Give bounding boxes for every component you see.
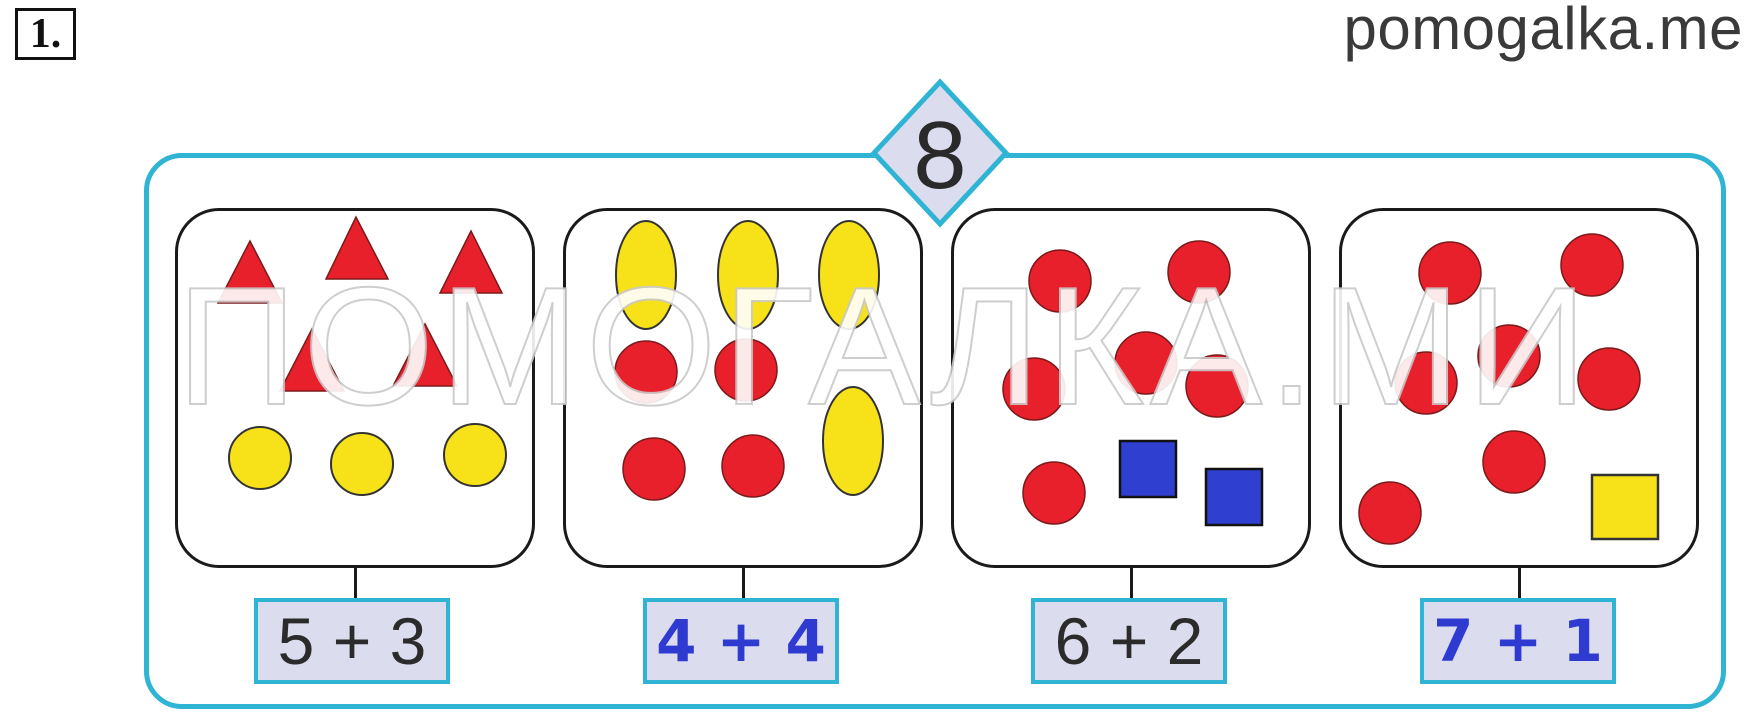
yellow-oval xyxy=(717,220,779,330)
red-circle xyxy=(622,437,686,501)
group-4-objects xyxy=(1358,233,1660,545)
red-circle xyxy=(1114,331,1178,395)
red-circle xyxy=(714,338,778,402)
red-circle xyxy=(1028,249,1092,313)
connector-line-1 xyxy=(354,567,357,599)
blue-square xyxy=(1118,439,1178,499)
yellow-oval xyxy=(615,220,677,330)
connector-line-3 xyxy=(1130,567,1133,599)
connector-line-4 xyxy=(1518,567,1521,599)
yellow-oval xyxy=(822,386,884,496)
blue-square xyxy=(1204,467,1264,527)
group-card-2 xyxy=(563,208,923,568)
red-triangle xyxy=(216,239,284,304)
red-circle xyxy=(721,434,785,498)
expression-box-4[interactable]: 7 + 1 xyxy=(1420,598,1616,684)
red-circle xyxy=(1577,347,1641,411)
group-card-3 xyxy=(951,208,1311,568)
red-circle xyxy=(1394,351,1458,415)
yellow-oval xyxy=(818,220,880,330)
group-1-objects xyxy=(216,215,507,496)
red-circle xyxy=(1477,324,1541,388)
group-card-4 xyxy=(1339,208,1699,568)
task-number-box: 1. xyxy=(15,8,76,60)
total-diamond: 8 xyxy=(870,78,1010,228)
yellow-circle xyxy=(228,426,292,490)
red-triangle xyxy=(278,327,346,392)
red-triangle xyxy=(391,322,459,387)
group-3-objects xyxy=(1002,240,1264,527)
group-card-1 xyxy=(175,208,535,568)
red-circle xyxy=(1418,241,1482,305)
yellow-circle xyxy=(330,432,394,496)
yellow-circle xyxy=(443,423,507,487)
red-circle xyxy=(1560,233,1624,297)
red-circle xyxy=(1185,354,1249,418)
red-circle xyxy=(1002,357,1066,421)
red-triangle xyxy=(438,229,504,294)
expression-box-3[interactable]: 6 + 2 xyxy=(1031,598,1227,684)
site-label: pomogalka.me xyxy=(1343,0,1743,62)
red-circle xyxy=(1482,430,1546,494)
red-circle xyxy=(614,340,678,404)
connector-line-2 xyxy=(742,567,745,599)
red-circle xyxy=(1022,461,1086,525)
yellow-square xyxy=(1590,473,1660,541)
expression-box-1[interactable]: 5 + 3 xyxy=(254,598,450,684)
group-2-objects xyxy=(614,220,884,501)
expression-box-2[interactable]: 4 + 4 xyxy=(643,598,839,684)
red-circle xyxy=(1167,240,1231,304)
diamond-shape xyxy=(870,78,1010,228)
red-circle xyxy=(1358,481,1422,545)
total-number: 8 xyxy=(913,102,967,209)
red-triangle xyxy=(324,215,390,280)
